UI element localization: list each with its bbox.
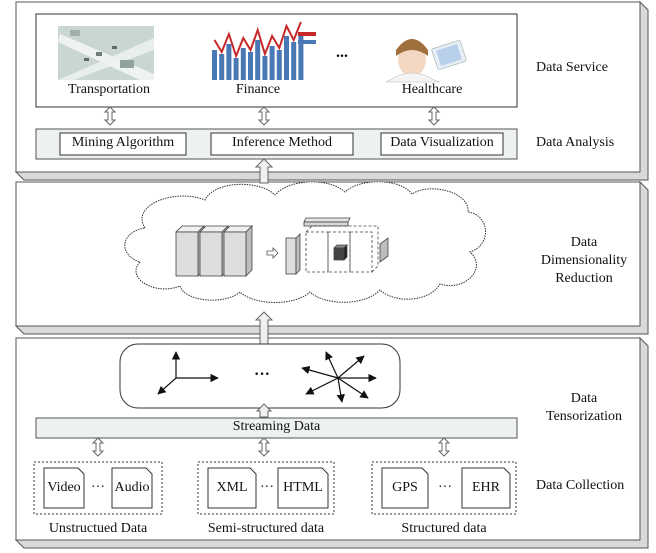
reduction-label-line-1: Data [570, 235, 598, 250]
transportation-label: Transportation [68, 82, 150, 97]
service-analysis-arrows [103, 106, 441, 126]
streaming-data-text: Streaming Data [232, 419, 321, 434]
group1-ellipsis: ··· [91, 480, 105, 495]
gps-doc-label: GPS [392, 480, 418, 495]
reduction-arrow [266, 247, 279, 259]
data-visualization-box [380, 132, 504, 156]
unstructured-caption: Unstructued Data [48, 521, 148, 536]
finance-thumb-bar [284, 36, 289, 80]
finance-label: Finance [235, 82, 281, 97]
tensorization-label-line-2: Tensorization [546, 409, 622, 424]
audio-doc-label: Audio [114, 480, 150, 495]
data-collection-label: Data Collection [536, 478, 625, 493]
mining-algorithm-text: Mining Algorithm [71, 135, 175, 150]
group3-ellipsis: ··· [438, 480, 452, 495]
structured-caption: Structured data [401, 521, 487, 536]
mining-algorithm-box [59, 132, 187, 156]
tensorization-label: Data Tensorization [524, 390, 644, 426]
tensor-cubes [175, 225, 253, 277]
html-doc-label: HTML [283, 480, 323, 495]
healthcare-label: Healthcare [401, 82, 463, 97]
finance-thumb-bar [255, 40, 261, 80]
tensorization-label-line-1: Data [570, 391, 598, 406]
finance-thumb-bar [269, 46, 275, 80]
finance-thumb-bar [291, 42, 297, 80]
collection-arrows [91, 437, 451, 457]
data-visualization-text: Data Visualization [390, 135, 494, 150]
multi-axes-icon [301, 351, 377, 403]
axes-3d-icon [157, 351, 219, 395]
tensor-ellipsis: ··· [254, 366, 271, 383]
document-icons [43, 467, 511, 509]
core-tensor-decomposition [285, 217, 389, 275]
data-service-label: Data Service [536, 60, 608, 75]
group2-ellipsis: ··· [260, 480, 274, 495]
ehr-doc-label: EHR [472, 480, 500, 495]
semi-structured-caption: Semi-structured data [207, 521, 325, 536]
video-doc-label: Video [47, 480, 81, 495]
finance-thumb-bar [262, 56, 268, 80]
finance-thumb-bar [219, 54, 225, 80]
inference-method-text: Inference Method [232, 135, 332, 150]
structured-group-box [371, 461, 517, 515]
transportation-image [58, 26, 154, 80]
reduction-label-line-2: Dimensionality [540, 253, 628, 268]
xml-doc-label: XML [216, 480, 248, 495]
inference-method-box [210, 132, 354, 156]
finance-thumb-bar [212, 50, 217, 80]
up-arrow-reduction-to-analysis [254, 158, 274, 184]
data-analysis-label: Data Analysis [536, 135, 615, 150]
reduction-label: Data Dimensionality Reduction [524, 234, 644, 288]
finance-thumb-bar [226, 44, 232, 80]
semi-structured-group-box [197, 461, 335, 515]
unstructured-group-box [33, 461, 163, 515]
finance-thumb-bar [276, 50, 282, 80]
finance-thumb-bar [240, 48, 246, 80]
finance-thumb-bar [298, 32, 304, 80]
finance-chart [212, 21, 316, 80]
streaming-data-bar [35, 417, 518, 439]
up-arrow-streaming-to-tensor [255, 403, 273, 418]
finance-thumb-bar [248, 52, 253, 80]
finance-thumb-bar [233, 58, 239, 80]
service-ellipsis: ... [336, 44, 348, 61]
reduction-label-line-3: Reduction [555, 271, 613, 286]
healthcare-image [385, 39, 467, 83]
